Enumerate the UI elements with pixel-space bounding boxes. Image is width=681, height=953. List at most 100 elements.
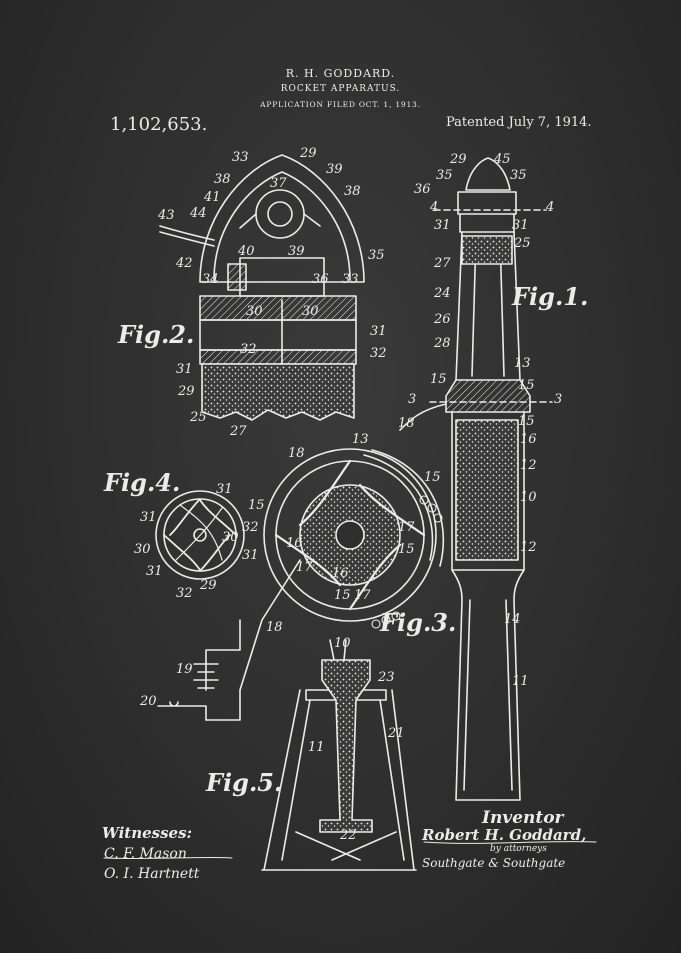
ref-label: 35	[436, 168, 453, 183]
ref-label: 15	[248, 498, 265, 513]
ref-label: 29	[178, 384, 195, 399]
ref-label: 30	[222, 530, 239, 545]
inventor-heading: Inventor	[482, 808, 564, 828]
ref-label: 38	[214, 172, 231, 187]
ref-label: 12	[520, 540, 537, 555]
fig4-drawing	[155, 490, 245, 580]
ref-label: 14	[504, 612, 521, 627]
ref-label: 10	[334, 636, 351, 651]
ref-label: 30	[246, 304, 263, 319]
fig4-caption: Fig.4.	[104, 468, 181, 497]
attorneys-byline: by attorneys	[490, 844, 547, 854]
patent-title: ROCKET APPARATUS.	[280, 84, 401, 94]
ref-label: 31	[146, 564, 163, 579]
ref-label: 31	[370, 324, 387, 339]
ref-label: 41	[204, 190, 221, 205]
ref-label: 3	[408, 392, 417, 407]
ref-label: 13	[514, 356, 531, 371]
ref-label: 31	[216, 482, 233, 497]
ref-label: 31	[242, 548, 259, 563]
ref-label: 17	[354, 588, 371, 603]
ref-label: 18	[266, 620, 283, 635]
ref-label: 19	[176, 662, 193, 677]
ref-label: 15	[518, 378, 535, 393]
ref-label: 29	[200, 578, 217, 593]
ref-label: 15	[334, 588, 351, 603]
ref-label: 3	[554, 392, 563, 407]
ref-label: 16	[286, 536, 303, 551]
ref-label: 32	[240, 342, 257, 357]
ref-label: 12	[520, 458, 537, 473]
ref-label: 15	[518, 414, 535, 429]
ref-label: 34	[202, 272, 219, 287]
ref-label: 35	[368, 248, 385, 263]
ref-label: 33	[342, 272, 359, 287]
ref-label: 25	[514, 236, 531, 251]
ref-label: 44	[190, 206, 207, 221]
ref-label: 36	[414, 182, 431, 197]
ref-label: 4	[430, 200, 439, 215]
ref-label: 42	[176, 256, 193, 271]
ref-label: 27	[434, 256, 451, 271]
application-filed: APPLICATION FILED OCT. 1, 1913.	[260, 100, 421, 109]
attorneys-name: Southgate & Southgate	[422, 856, 566, 870]
ref-label: 45	[494, 152, 511, 167]
fig5-drawing	[261, 639, 417, 871]
witness-flourish	[103, 856, 233, 860]
ref-label: 17	[296, 560, 313, 575]
ref-label: 20	[140, 694, 157, 709]
ref-label: 37	[270, 176, 287, 191]
fig2-caption: Fig.2.	[118, 320, 195, 349]
ref-label: 13	[352, 432, 369, 447]
ref-label: 10	[520, 490, 537, 505]
fig1-caption: Fig.1.	[512, 282, 589, 311]
ref-label: 33	[232, 150, 249, 165]
ref-label: 27	[230, 424, 247, 439]
ref-label: 31	[176, 362, 193, 377]
fig2-drawing	[159, 154, 365, 421]
circuit-wiring	[157, 559, 301, 721]
ref-label: 4	[546, 200, 555, 215]
inventor-header: R. H. GODDARD.	[285, 67, 396, 80]
ref-label: 15	[424, 470, 441, 485]
ref-label: 30	[302, 304, 319, 319]
ref-label: 18	[398, 416, 415, 431]
ref-label: 26	[434, 312, 451, 327]
ref-label: 32	[370, 346, 387, 361]
fig3-caption: Fig.3.	[380, 608, 457, 637]
witness-name: C. F. Mason	[104, 846, 187, 862]
witnesses-heading: Witnesses:	[102, 824, 193, 842]
ref-label: 36	[312, 272, 329, 287]
ref-label: 21	[388, 726, 405, 741]
ref-label: 35	[510, 168, 527, 183]
ref-label: 38	[344, 184, 361, 199]
ref-label: 17	[398, 520, 415, 535]
ref-label: 39	[326, 162, 343, 177]
inventor-name: Robert H. Goddard,	[422, 826, 587, 844]
fig5-caption: Fig.5.	[206, 768, 283, 797]
fig3-drawing	[263, 448, 445, 629]
ref-label: 29	[300, 146, 317, 161]
ref-label: 22	[340, 828, 357, 843]
ref-label: 43	[158, 208, 175, 223]
ref-label: 30	[134, 542, 151, 557]
ref-label: 15	[398, 542, 415, 557]
ref-label: 11	[308, 740, 325, 755]
ref-label: 25	[190, 410, 207, 425]
witness-name: O. I. Hartnett	[104, 866, 200, 882]
ref-label: 18	[288, 446, 305, 461]
patent-number: 1,102,653.	[110, 114, 208, 135]
ref-label: 15	[430, 372, 447, 387]
ref-label: 23	[378, 670, 395, 685]
ref-label: 39	[288, 244, 305, 259]
inventor-flourish	[423, 841, 597, 844]
fig1-drawing	[399, 157, 553, 801]
ref-label: 11	[512, 674, 529, 689]
ref-label: 16	[332, 566, 349, 581]
ref-label: 28	[434, 336, 451, 351]
ref-label: 31	[512, 218, 529, 233]
ref-label: 29	[450, 152, 467, 167]
ref-label: 24	[434, 286, 451, 301]
